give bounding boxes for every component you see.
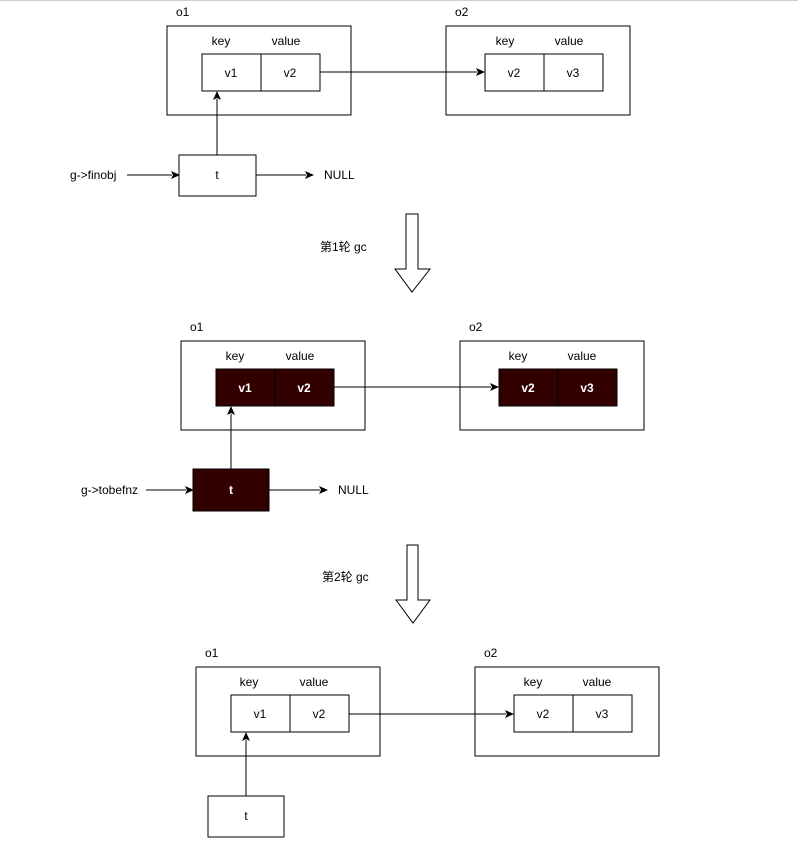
o1-key-cell <box>201 53 262 92</box>
null-label: NULL <box>324 168 355 182</box>
o1-key-header: key <box>240 675 259 689</box>
arrowhead-icon <box>185 486 194 494</box>
stage-1: o1 key value v1 v2 o2 key value v2 v3 g-… <box>70 5 631 197</box>
arrowhead-icon <box>171 171 180 179</box>
o1-value-text: v2 <box>297 381 311 395</box>
o1-key-header: key <box>212 34 231 48</box>
stage-3: o1 key value v1 v2 o2 key value v2 v3 t <box>195 646 660 838</box>
o1-value-header: value <box>272 34 301 48</box>
arrowhead-icon <box>227 406 235 415</box>
o1-title: o1 <box>190 320 204 334</box>
arrowhead-icon <box>490 383 499 391</box>
arrowhead-icon <box>476 68 485 76</box>
t-node <box>178 154 257 197</box>
list-head-label: g->finobj <box>70 168 116 182</box>
o2-value-text: v3 <box>596 707 609 721</box>
o1-key-header: key <box>226 349 245 363</box>
o2-value-cell <box>543 53 604 92</box>
o1-key-text: v1 <box>254 707 267 721</box>
list-head-label: g->tobefnz <box>81 483 138 497</box>
t-node-label: t <box>244 809 248 823</box>
o2-key-cell <box>498 368 559 407</box>
o1-key-cell <box>215 368 276 407</box>
o1-key-text: v1 <box>238 381 252 395</box>
o2-key-header: key <box>524 675 543 689</box>
arrowhead-icon <box>305 171 314 179</box>
o2-value-header: value <box>583 675 612 689</box>
o1-key-text: v1 <box>225 66 238 80</box>
o2-value-header: value <box>568 349 597 363</box>
arrowhead-icon <box>213 91 221 100</box>
o2-key-text: v2 <box>537 707 550 721</box>
o2-title: o2 <box>455 5 469 19</box>
o2-title: o2 <box>469 320 483 334</box>
transition-2: 第2轮 gc <box>322 544 431 624</box>
o2-value-text: v3 <box>567 66 580 80</box>
o2-value-cell <box>572 694 633 733</box>
o2-value-header: value <box>555 34 584 48</box>
transition-1: 第1轮 gc <box>320 213 432 293</box>
o1-value-text: v2 <box>284 66 297 80</box>
o2-value-cell <box>557 368 618 407</box>
o1-title: o1 <box>176 5 190 19</box>
arrowhead-icon <box>242 732 250 741</box>
arrowhead-icon <box>505 710 514 718</box>
o1-key-cell <box>230 694 291 733</box>
o2-title: o2 <box>484 646 498 660</box>
o2-key-cell <box>513 694 574 733</box>
o2-value-text: v3 <box>580 381 594 395</box>
t-node-label: t <box>215 168 219 182</box>
null-label: NULL <box>338 483 369 497</box>
o1-value-cell <box>289 694 350 733</box>
t-node-label: t <box>229 483 233 497</box>
o1-value-cell <box>260 53 321 92</box>
down-arrow-icon <box>395 544 431 624</box>
o2-key-text: v2 <box>508 66 521 80</box>
arrowhead-icon <box>319 486 328 494</box>
gc-round-label: 第2轮 gc <box>322 570 369 584</box>
down-arrow-icon <box>394 213 432 293</box>
o2-key-header: key <box>509 349 528 363</box>
o1-title: o1 <box>205 646 219 660</box>
o2-key-text: v2 <box>521 381 535 395</box>
t-node <box>207 795 285 838</box>
stage-2: o1 key value v1 v2 o2 key value v2 v3 g-… <box>81 320 645 512</box>
o1-value-text: v2 <box>313 707 326 721</box>
o2-key-header: key <box>496 34 515 48</box>
o1-value-header: value <box>300 675 329 689</box>
o1-value-cell <box>274 368 335 407</box>
o1-value-header: value <box>286 349 315 363</box>
gc-round-label: 第1轮 gc <box>320 240 367 254</box>
